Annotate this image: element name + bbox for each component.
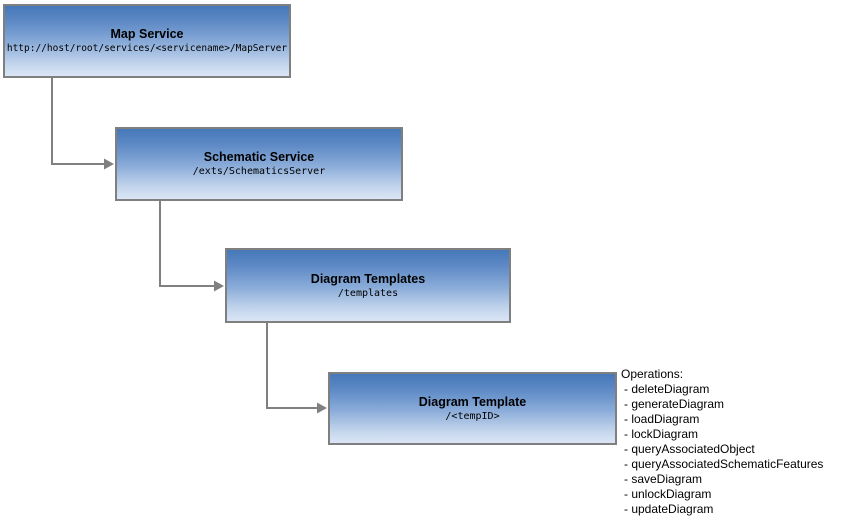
arrowhead-right-icon xyxy=(317,402,327,414)
node-title: Map Service xyxy=(110,27,184,41)
node-url: /templates xyxy=(337,287,399,299)
operation-item: - generateDiagram xyxy=(624,397,725,411)
connector-map-to-schematic xyxy=(51,78,114,170)
node-url: http://host/root/services/<servicename>/… xyxy=(6,43,288,54)
operation-item: - updateDiagram xyxy=(624,502,714,516)
arrowhead-right-icon xyxy=(214,280,224,292)
operation-item: - queryAssociatedSchematicFeatures xyxy=(624,457,824,471)
operation-item: - saveDiagram xyxy=(624,472,703,486)
operation-item: - loadDiagram xyxy=(624,412,700,426)
node-title: Diagram Template xyxy=(418,394,527,409)
node-url: /<tempID> xyxy=(445,410,500,422)
node-map-service: Map Service http://host/root/services/<s… xyxy=(3,4,291,78)
operations-heading: Operations: xyxy=(621,367,684,381)
node-diagram-templates: Diagram Templates /templates xyxy=(225,248,511,323)
connector-templates-to-template xyxy=(266,323,327,414)
node-schematic-service: Schematic Service /exts/SchematicsServer xyxy=(115,127,403,201)
operation-item: - queryAssociatedObject xyxy=(624,442,755,456)
operation-item: - deleteDiagram xyxy=(624,382,710,396)
node-url: /exts/SchematicsServer xyxy=(192,166,326,177)
node-diagram-template: Diagram Template /<tempID> xyxy=(328,372,617,445)
node-title: Schematic Service xyxy=(203,150,315,164)
operation-item: - lockDiagram xyxy=(624,427,699,441)
operations-list: Operations: - deleteDiagram - generateDi… xyxy=(621,367,839,517)
node-title: Diagram Templates xyxy=(310,271,426,286)
arrowhead-right-icon xyxy=(104,158,114,170)
operation-item: - unlockDiagram xyxy=(624,487,712,501)
connector-schematic-to-templates xyxy=(159,201,224,292)
